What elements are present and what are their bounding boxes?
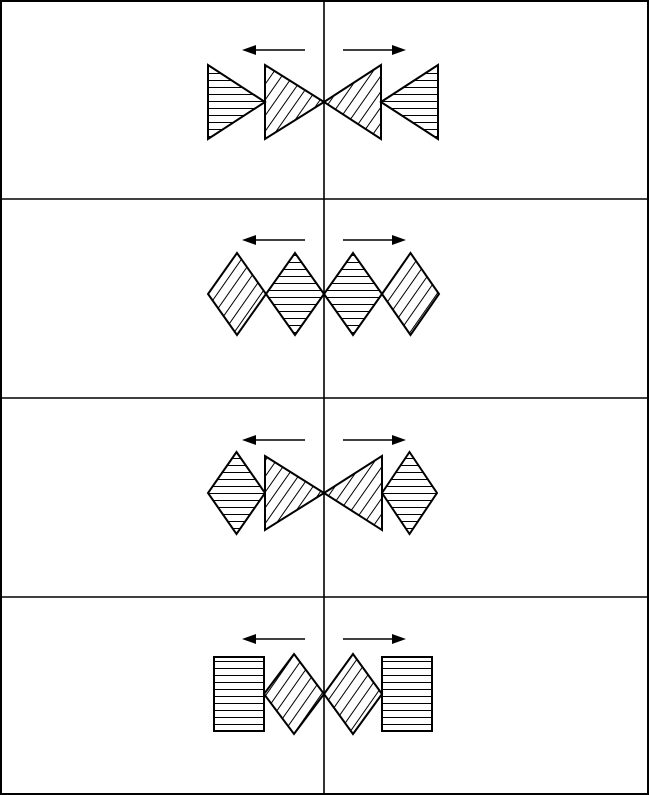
- arrow-right-icon: [343, 45, 406, 55]
- rhombus-diagonal-hatched: [206, 251, 268, 337]
- arrow-left-icon: [242, 435, 305, 445]
- arrow-right-icon: [343, 634, 406, 644]
- arrow-left-icon: [242, 45, 305, 55]
- arrow-right-icon: [343, 435, 406, 445]
- rhombus-diagonal-hatched: [322, 652, 384, 736]
- triangle-pointing-right-diagonal-hatched: [264, 63, 326, 141]
- triangle-pointing-right-diagonal-hatched: [264, 454, 326, 532]
- panel-2: [206, 235, 441, 337]
- arrow-right-icon: [343, 235, 406, 245]
- triangle-pointing-right-horizontal-hatched: [207, 63, 267, 141]
- arrow-left-icon: [242, 235, 305, 245]
- rhombus-diagonal-hatched: [262, 652, 326, 736]
- rhombus-horizontal-hatched: [264, 251, 326, 337]
- rectangle-horizontal-hatched: [213, 656, 265, 732]
- arrow-left-icon: [242, 634, 305, 644]
- rhombus-horizontal-hatched: [322, 251, 384, 337]
- panel-1: [207, 45, 439, 141]
- triangle-pointing-left-diagonal-hatched: [322, 63, 382, 141]
- rhombus-horizontal-hatched: [206, 450, 267, 536]
- rhombus-diagonal-hatched: [380, 251, 441, 337]
- panel-3: [206, 435, 439, 536]
- triangle-pointing-left-diagonal-hatched: [322, 454, 383, 532]
- panels: [206, 45, 441, 736]
- panel-4: [213, 634, 433, 736]
- rectangle-horizontal-hatched: [381, 656, 433, 732]
- triangle-pointing-left-horizontal-hatched: [379, 63, 439, 141]
- rhombus-horizontal-hatched: [380, 450, 439, 536]
